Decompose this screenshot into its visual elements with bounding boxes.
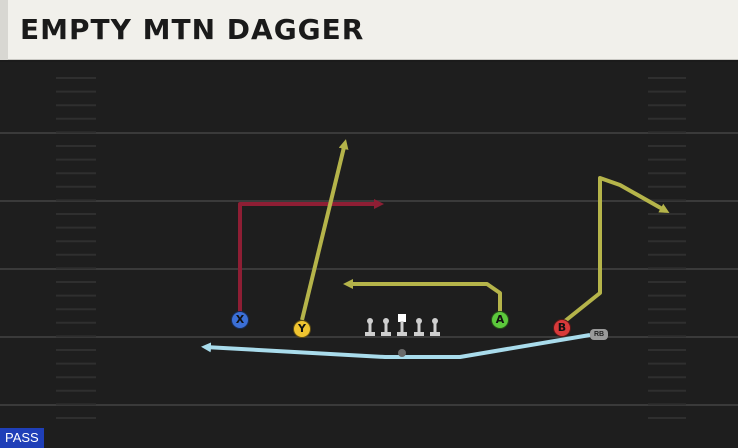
lineman [430, 318, 440, 336]
lineman [414, 318, 424, 336]
lineman [365, 318, 375, 336]
hash-marks-left [56, 77, 96, 419]
route-y [300, 139, 349, 321]
receiver-a-icon: A [491, 311, 509, 329]
route-b [563, 176, 670, 323]
quarterback [398, 349, 406, 357]
receiver-b-icon: B [553, 319, 571, 337]
route-a [343, 279, 502, 312]
route-rb [201, 333, 591, 359]
yard-lines [0, 132, 738, 406]
center [397, 314, 407, 336]
receiver-y-icon: Y [293, 320, 311, 338]
football-field [0, 62, 738, 448]
page-title: EMPTY MTN DAGGER [20, 13, 365, 46]
lineman [381, 318, 391, 336]
route-x [238, 199, 384, 313]
header: EMPTY MTN DAGGER [0, 0, 738, 60]
offensive-line [365, 314, 440, 336]
header-edge [0, 0, 8, 60]
hash-marks-right [648, 77, 686, 419]
receiver-x-icon: X [231, 311, 249, 329]
running-back-icon: RB [590, 329, 608, 340]
play-type-badge: PASS [0, 428, 44, 448]
